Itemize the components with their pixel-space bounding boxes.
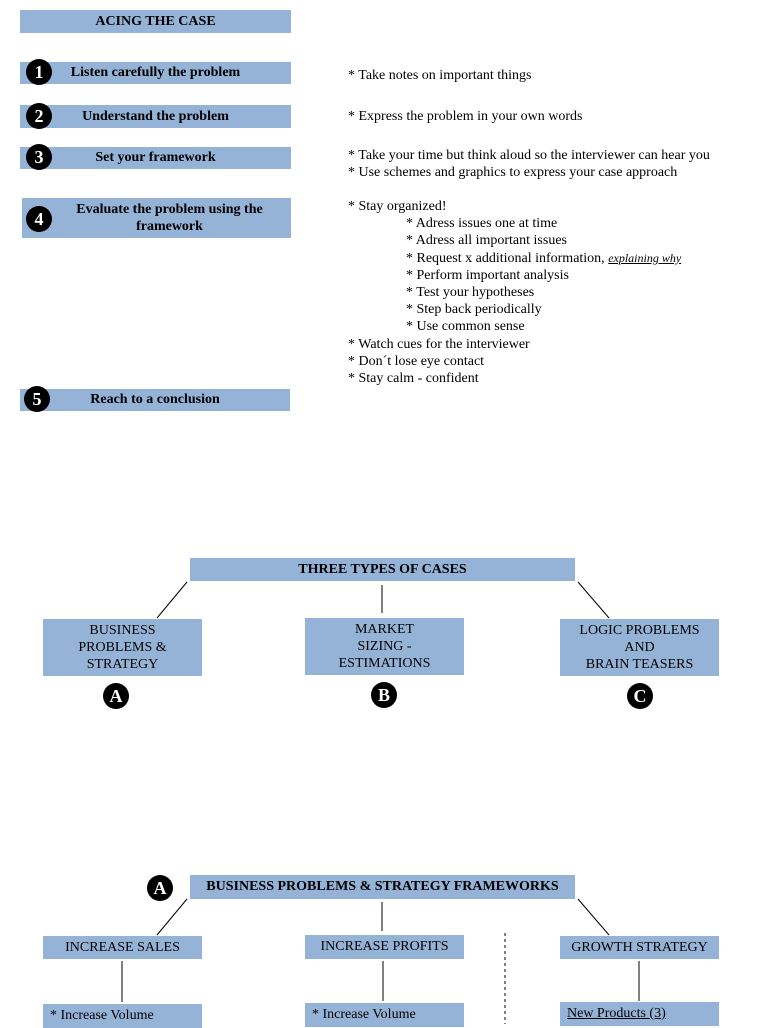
step-3-number: 3 [26, 144, 52, 170]
note-step-4-sub-1: * Adress issues one at time [406, 216, 558, 232]
type-market-box: MARKET SIZING - ESTIMATIONS [305, 618, 464, 675]
type-business-line-2: PROBLEMS & [78, 640, 167, 655]
note-step-4-sub-3-text: * Request x additional information, [406, 250, 605, 266]
type-business-box: BUSINESS PROBLEMS & STRATEGY [43, 619, 202, 676]
note-step-4-tail-3: * Stay calm - confident [348, 371, 479, 387]
step-4-box: Evaluate the problem using the framework [22, 198, 291, 238]
page-title: ACING THE CASE [20, 10, 291, 33]
step-5-box: Reach to a conclusion [20, 389, 290, 411]
note-step-4-sub-6: * Step back periodically [406, 302, 542, 318]
type-business-line-1: BUSINESS [89, 623, 156, 638]
note-step-4-intro: * Stay organized! [348, 199, 447, 214]
note-step-2: * Express the problem in your own words [348, 109, 583, 124]
type-logic-box: LOGIC PROBLEMS AND BRAIN TEASERS [560, 619, 719, 676]
step-2-number: 2 [26, 103, 52, 129]
step-2-box: Understand the problem [20, 105, 291, 128]
type-a-letter: A [103, 683, 129, 709]
step-5-number: 5 [24, 386, 50, 412]
note-step-1: * Take notes on important things [348, 68, 532, 83]
type-logic-line-3: BRAIN TEASERS [585, 657, 694, 672]
note-step-4: * Stay organized! * Adress issues one at… [348, 198, 681, 387]
sales-sub-increase-volume: * Increase Volume [43, 1004, 202, 1028]
step-1-number: 1 [26, 59, 52, 85]
type-market-line-2: SIZING - [357, 639, 412, 654]
explaining-why-emphasis: explaining why [608, 250, 682, 265]
step-5-label: Reach to a conclusion [90, 392, 220, 407]
step-3-box: Set your framework [20, 147, 291, 169]
step-4-label: Evaluate the problem using the framework [76, 202, 263, 234]
type-market-line-1: MARKET [354, 622, 415, 637]
profits-sub-increase-volume: * Increase Volume [305, 1003, 464, 1027]
type-c-letter: C [627, 683, 653, 709]
type-market-line-3: ESTIMATIONS [338, 656, 431, 671]
type-logic-line-2: AND [624, 640, 655, 655]
types-title: THREE TYPES OF CASES [190, 558, 575, 581]
note-step-4-tail-2: * Don´t lose eye contact [348, 353, 485, 369]
step-4-number: 4 [26, 206, 52, 232]
note-step-4-tail-1: * Watch cues for the interviewer [348, 336, 530, 352]
step-1-box: Listen carefully the problem [20, 62, 291, 84]
note-step-3-line-1: * Take your time but think aloud so the … [348, 148, 710, 163]
frameworks-title: BUSINESS PROBLEMS & STRATEGY FRAMEWORKS [190, 875, 575, 899]
note-step-3-line-2: * Use schemes and graphics to express yo… [348, 165, 678, 181]
note-step-4-sub-2: * Adress all important issues [406, 233, 567, 249]
step-2-label: Understand the problem [82, 108, 229, 124]
note-step-3: * Take your time but think aloud so the … [348, 147, 710, 181]
step-3-label: Set your framework [95, 150, 216, 165]
branch-growth-strategy: GROWTH STRATEGY [560, 936, 719, 959]
type-b-letter: B [371, 682, 397, 708]
note-step-4-sub-7: * Use common sense [406, 319, 525, 335]
note-step-4-sub-4: * Perform important analysis [406, 267, 569, 283]
type-logic-line-1: LOGIC PROBLEMS [579, 623, 700, 638]
branch-increase-profits: INCREASE PROFITS [305, 935, 464, 959]
type-business-line-3: STRATEGY [86, 657, 159, 672]
note-step-4-sub-3: * Request x additional information, expl… [348, 250, 681, 267]
frameworks-letter: A [147, 875, 173, 901]
growth-sub-new-products: New Products (3) [560, 1002, 719, 1026]
branch-increase-sales: INCREASE SALES [43, 936, 202, 959]
note-step-4-sub-5: * Test your hypotheses [406, 285, 535, 301]
step-1-label: Listen carefully the problem [70, 65, 241, 80]
